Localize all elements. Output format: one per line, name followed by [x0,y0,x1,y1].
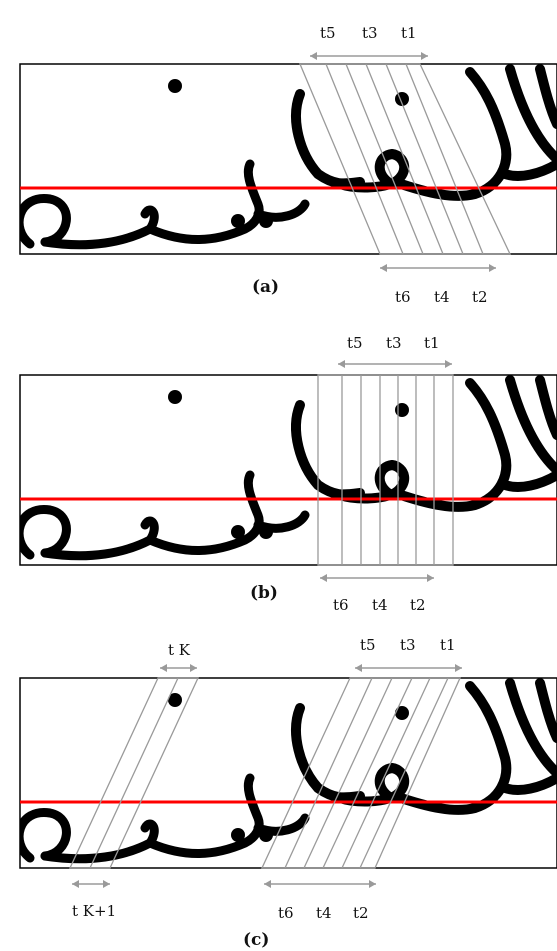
panel-c-top-label-t1: t1 [440,636,456,654]
panel-a [19,63,557,255]
panel-c-bottom-label-t4: t4 [316,904,332,922]
panel-b-bottom-label-t6: t6 [333,596,349,614]
panel-c-k-window [68,677,200,869]
panel-a-frame [19,63,557,255]
panel-a-slant-windows [299,63,512,255]
panel-c-caption: (c) [243,930,269,950]
panel-c-bottom-label-t6: t6 [278,904,294,922]
panel-c-bottom-label-tk1: t K+1 [72,902,116,920]
panel-c-bottom-label-t2: t2 [353,904,369,922]
panel-c [19,677,557,869]
panel-a-top-label-t5: t5 [320,24,336,42]
panel-b-bottom-label-t2: t2 [410,596,426,614]
panel-b-top-dims: t5 t3 t1 [338,334,452,368]
panel-c-frame [19,677,557,869]
panel-a-bottom-dims: t6 t4 t2 [380,264,496,306]
panel-c-top-label-t3: t3 [400,636,416,654]
panel-b-top-label-t1: t1 [424,334,440,352]
panel-a-caption: (a) [252,277,279,297]
panel-c-top-label-tk: t K [168,641,191,659]
panel-a-bottom-label-t6: t6 [395,288,411,306]
panel-c-top-label-t5: t5 [360,636,376,654]
panel-b-caption: (b) [250,583,278,603]
panel-b-bottom-dims: t6 t4 t2 [320,574,434,614]
panel-a-bottom-label-t2: t2 [472,288,488,306]
panel-c-top-dims: t5 t3 t1 t K [160,636,462,672]
panel-a-top-label-t3: t3 [362,24,378,42]
panel-a-top-dims: t5 t3 t1 [310,24,428,60]
panel-a-bottom-label-t4: t4 [434,288,450,306]
panel-b-top-label-t5: t5 [347,334,363,352]
panel-b [19,374,557,566]
panel-c-slant-windows [260,677,462,869]
panel-a-top-label-t1: t1 [401,24,417,42]
panel-b-vertical-windows [317,374,454,566]
panel-b-bottom-label-t4: t4 [372,596,388,614]
panel-b-top-label-t3: t3 [386,334,402,352]
panel-b-frame [19,374,557,566]
panel-c-bottom-dims: t6 t4 t2 t K+1 [72,880,376,922]
